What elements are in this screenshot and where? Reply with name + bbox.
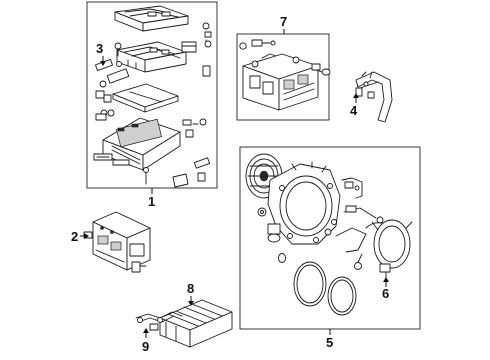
stator-ring (371, 219, 413, 279)
group-7-frame (236, 33, 330, 121)
gasket-rings (278, 253, 357, 316)
callout-8: 8 (187, 281, 194, 306)
battery-module-upper (116, 41, 187, 73)
wiring-bracket (135, 311, 183, 331)
callout-5: 5 (326, 329, 333, 350)
callout-1: 1 (148, 188, 155, 209)
drive-motor-group: 6 5 (239, 146, 421, 350)
charger-body (83, 211, 151, 273)
callout-8-label: 8 (187, 281, 194, 296)
callout-2: 2 (71, 229, 89, 244)
battery-pack-group: 3 1 (86, 1, 218, 209)
callout-3: 3 (96, 41, 106, 66)
callout-1-label: 1 (148, 194, 155, 209)
callout-9-label: 9 (142, 339, 149, 354)
inverter-housing (242, 53, 319, 111)
callout-4-label: 4 (350, 103, 358, 118)
bracket-group: 4 (350, 71, 393, 123)
battery-fasteners (93, 22, 212, 188)
callout-6: 6 (382, 277, 389, 301)
motor-housing (267, 161, 341, 245)
battery-module-lower-group: 8 9 (135, 281, 233, 354)
battery-module-lower (159, 299, 233, 348)
callout-2-label: 2 (71, 229, 78, 244)
battery-lower-housing (102, 117, 181, 171)
callout-6-label: 6 (382, 286, 389, 301)
inverter-small-parts (239, 39, 331, 76)
inverter-group: 7 (236, 14, 331, 121)
battery-top-cover (114, 5, 189, 32)
callout-9: 9 (142, 328, 149, 354)
charger-group: 2 (71, 211, 151, 273)
battery-tray (112, 83, 179, 113)
callout-5-label: 5 (326, 335, 333, 350)
callout-3-label: 3 (96, 41, 103, 56)
motor-small-parts (257, 177, 387, 270)
callout-7: 7 (280, 14, 287, 34)
callout-7-label: 7 (280, 14, 287, 29)
callout-4: 4 (350, 93, 359, 118)
